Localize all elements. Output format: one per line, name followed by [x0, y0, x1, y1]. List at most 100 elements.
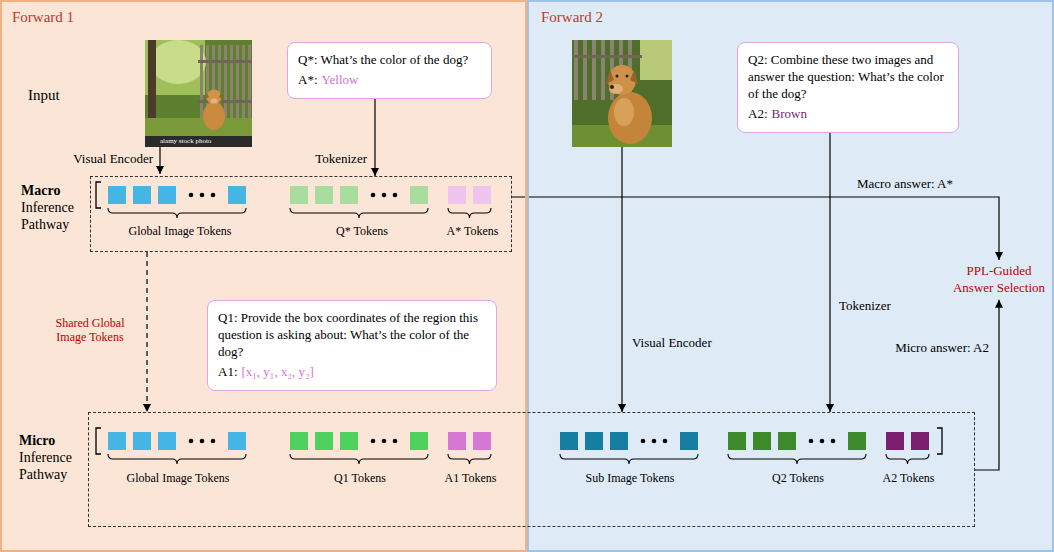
connector-arrow: [975, 300, 999, 470]
ellipsis-dot: [820, 439, 825, 444]
illustration-shape: [640, 40, 672, 80]
ellipsis-dot: [200, 193, 205, 198]
illustration-shape: [601, 40, 605, 100]
answer-value: [x₁, y₁, x₂, y₂]: [242, 364, 314, 379]
token-square: [473, 186, 491, 204]
answer-prefix: A*:: [298, 72, 318, 87]
bracket: [937, 428, 942, 454]
illustration-shape: [614, 98, 634, 126]
ellipsis-dot: [382, 439, 387, 444]
brace: [560, 454, 698, 464]
ellipsis-dot: [211, 439, 216, 444]
panel-fill: [0, 0, 527, 552]
ellipsis-dot: [382, 193, 387, 198]
illustration-shape: [608, 92, 652, 144]
illustration-shape: [583, 40, 587, 100]
panel-title: Forward 1: [12, 8, 74, 26]
token-square: [728, 432, 746, 450]
selector-text: PPL-Guided Answer Selection: [947, 263, 1051, 297]
illustration-shape: [609, 84, 623, 94]
token-square: [886, 432, 904, 450]
token-square: [848, 432, 866, 450]
dog-photo: [145, 40, 252, 147]
token-square: [228, 432, 246, 450]
edge-label: Shared Global Image Tokens: [38, 316, 142, 345]
ellipsis-dot: [652, 439, 657, 444]
question-text: Q1: Provide the box coordinates of the r…: [218, 310, 486, 361]
illustration-shape: [616, 75, 619, 78]
token-square: [315, 186, 333, 204]
qa-box: Q1: Provide the box coordinates of the r…: [207, 300, 497, 391]
token-square: [585, 432, 603, 450]
token-square: [680, 432, 698, 450]
connector-arrow: [374, 99, 375, 176]
ellipsis-dot: [831, 439, 836, 444]
illustration-shape: [145, 136, 252, 147]
token-square: [158, 186, 176, 204]
qa-box: Q*: What’s the color of the dog? A*: Yello…: [287, 42, 492, 99]
pathway-box: MacroInference PathwayGlobal Image Token…: [90, 176, 512, 252]
ellipsis-dot: [189, 439, 194, 444]
token-square: [158, 432, 176, 450]
qa-box: Q2: Combine these two images and answer …: [737, 42, 959, 133]
ellipsis-dot: [809, 439, 814, 444]
pathway-box: MicroInference PathwayGlobal Image Token…: [88, 412, 975, 527]
illustration-shape: [626, 75, 629, 78]
answer-value: Brown: [772, 106, 807, 121]
token-group-label: A2 Tokens: [883, 471, 935, 485]
connector-arrow: [146, 252, 147, 412]
illustration-shape: [230, 45, 233, 125]
annotation-label: Visual Encoder: [630, 335, 714, 351]
token-square: [133, 432, 151, 450]
brace: [448, 208, 491, 218]
token-square: [448, 186, 466, 204]
token-square: [108, 186, 126, 204]
token-square: [911, 432, 929, 450]
answer-prefix: A1:: [218, 364, 238, 379]
panel-band: Forward 1 Q*: What’s the color of the dog…: [0, 0, 527, 552]
token-square: [473, 432, 491, 450]
answer-line: A*: Yellow: [298, 72, 481, 89]
illustration-shape: [592, 40, 596, 100]
panel-title: Forward 2: [541, 8, 603, 26]
brace: [290, 208, 428, 218]
annotation-label: Visual Encoder: [71, 151, 155, 167]
token-square: [448, 432, 466, 450]
token-square: [778, 432, 796, 450]
token-square: [108, 432, 126, 450]
ellipsis-dot: [211, 193, 216, 198]
illustration-shape: [145, 118, 252, 137]
token-group-label: Global Image Tokens: [127, 471, 230, 485]
token-square: [315, 432, 333, 450]
brace: [290, 454, 428, 464]
ellipsis-dot: [371, 439, 376, 444]
question-text: Q*: What’s the color of the dog?: [298, 52, 481, 69]
watermark: alamy stock photo: [158, 137, 213, 145]
brace: [448, 454, 491, 464]
token-square: [133, 186, 151, 204]
answer-line: A2:Brown: [748, 106, 948, 123]
ellipsis-dot: [371, 193, 376, 198]
encoder-arrow: [621, 147, 622, 412]
selector-text-node: PPL-Guided Answer Selection: [947, 260, 1051, 300]
token-square: [340, 432, 358, 450]
illustration-shape: [572, 55, 642, 58]
answer-value: Yellow: [322, 72, 359, 87]
brace: [886, 454, 929, 464]
token-square: [560, 432, 578, 450]
illustration-shape: [150, 40, 206, 84]
token-square: [410, 186, 428, 204]
pathway-heading: Inference Pathway: [19, 450, 87, 484]
illustration-shape: [211, 99, 218, 104]
token-group-label: A1 Tokens: [445, 471, 497, 485]
illustration-shape: [200, 45, 203, 125]
pathway-heading: Macro: [21, 183, 60, 200]
edge-label: Macro answer: A*: [855, 176, 955, 192]
token-square: [340, 186, 358, 204]
illustration-shape: [205, 93, 223, 99]
illustration-shape: [610, 85, 614, 89]
ellipsis-dot: [393, 193, 398, 198]
pathway-heading: Inference Pathway: [21, 200, 89, 234]
illustration-shape: [198, 60, 252, 63]
annotation-label: Input: [26, 86, 62, 104]
